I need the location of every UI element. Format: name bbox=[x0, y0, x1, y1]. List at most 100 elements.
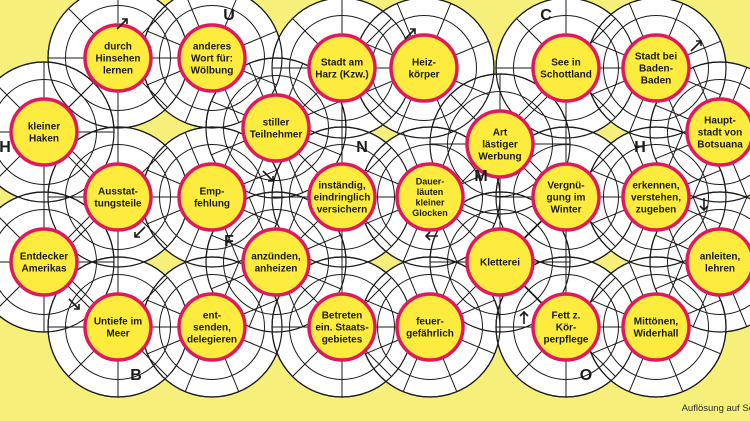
clue-text-line: körper bbox=[408, 70, 439, 81]
answer-cell-divider bbox=[364, 219, 392, 247]
answer-cell-divider bbox=[668, 262, 684, 297]
answer-cell-divider bbox=[242, 30, 277, 46]
clue-text-line: Baden bbox=[641, 76, 672, 87]
clue-circle[interactable]: Emp-fehlung bbox=[177, 162, 247, 232]
clue-text-line: Untiefe im bbox=[94, 317, 142, 328]
clue-circle-disc bbox=[621, 33, 691, 103]
clue-circle-disc bbox=[83, 162, 153, 232]
clue-circle[interactable]: anleiten,lehren bbox=[685, 227, 750, 297]
clue-text-line: Art bbox=[493, 128, 508, 139]
answer-cell-divider bbox=[365, 169, 400, 185]
answer-cell-divider bbox=[288, 197, 304, 232]
clue-text-line: eindringlich bbox=[314, 193, 371, 204]
answer-cell-divider bbox=[147, 339, 182, 355]
answer-cell-divider bbox=[442, 227, 458, 262]
answer-cell-divider bbox=[436, 3, 452, 38]
clue-circle[interactable]: Heiz-körper bbox=[389, 33, 459, 103]
answer-cell-divider bbox=[306, 234, 341, 250]
answer-cell-divider bbox=[628, 132, 644, 167]
clue-circle[interactable]: Ausstat-tungsteile bbox=[83, 162, 153, 232]
direction-arrow-icon bbox=[262, 170, 274, 182]
clue-text-line: Amerikas bbox=[21, 264, 66, 275]
answer-ring-middle bbox=[603, 144, 709, 250]
answer-cell-divider bbox=[364, 18, 392, 46]
answer-cell-divider bbox=[248, 292, 264, 327]
answer-cell-divider bbox=[450, 94, 478, 122]
answer-cell-divider bbox=[248, 63, 264, 98]
answer-cell-divider bbox=[68, 349, 96, 377]
clue-text-line: Haken bbox=[29, 134, 59, 145]
answer-cell-divider bbox=[224, 132, 240, 167]
answer-cell-divider bbox=[147, 209, 182, 225]
hint-letter: N bbox=[356, 139, 368, 156]
clue-circle[interactable]: ent-senden,delegieren bbox=[177, 292, 247, 362]
answer-cell-divider bbox=[224, 227, 240, 262]
answer-ring-middle bbox=[159, 5, 265, 111]
clue-text-line: lästiger bbox=[482, 140, 518, 151]
clue-text-line: Teilnehmer bbox=[250, 130, 303, 141]
answer-cell-divider bbox=[588, 18, 616, 46]
answer-cell-divider bbox=[140, 80, 168, 108]
answer-cell-divider bbox=[402, 132, 418, 167]
answer-cell-divider bbox=[224, 88, 240, 123]
answer-cell-divider bbox=[242, 209, 277, 225]
clue-text-line: Botsuana bbox=[697, 140, 743, 151]
answer-cell-divider bbox=[184, 132, 200, 167]
answer-ring-middle bbox=[377, 274, 483, 380]
hint-letter: B bbox=[130, 367, 142, 384]
answer-cell-divider bbox=[655, 104, 690, 120]
answer-cell-divider bbox=[442, 132, 458, 167]
answer-cell-divider bbox=[591, 40, 626, 56]
clue-circle[interactable]: Fett z.Kör-perpflege bbox=[531, 292, 601, 362]
answer-cell-divider bbox=[668, 132, 684, 167]
clue-circle[interactable]: feuer-gefährlich bbox=[395, 292, 465, 362]
direction-arrows bbox=[68, 18, 709, 324]
clue-circle[interactable]: Mittönen,Widerhall bbox=[621, 292, 691, 362]
clue-circle[interactable]: Kletterei bbox=[465, 227, 535, 297]
answer-cell-divider bbox=[288, 158, 304, 193]
answer-cell-divider bbox=[732, 162, 748, 197]
clue-text-line: inständig, bbox=[318, 181, 365, 192]
answer-cell-divider bbox=[686, 299, 721, 315]
answer-ring-outline bbox=[429, 73, 571, 215]
answer-cell-divider bbox=[588, 349, 616, 377]
direction-arrow-icon bbox=[690, 40, 702, 52]
answer-cell-divider bbox=[242, 299, 277, 315]
answer-cell-divider bbox=[140, 8, 168, 36]
clue-circle-disc bbox=[9, 97, 79, 167]
clue-text-line: gung im bbox=[547, 193, 586, 204]
answer-cell-divider bbox=[68, 8, 96, 36]
answer-cell-divider bbox=[364, 277, 392, 305]
answer-cell-divider bbox=[460, 299, 495, 315]
clue-circle-disc bbox=[177, 162, 247, 232]
answer-cell-divider bbox=[668, 3, 684, 38]
answer-cell-divider bbox=[68, 277, 96, 305]
answer-cell-divider bbox=[68, 147, 96, 175]
answer-cell-divider bbox=[66, 82, 94, 110]
clue-circle[interactable]: erkennen,verstehen,zugeben bbox=[621, 162, 691, 232]
clue-text-line: anzünden, bbox=[251, 252, 301, 263]
hint-letter: H bbox=[634, 139, 646, 156]
direction-arrow-icon bbox=[134, 226, 146, 238]
answer-cell-divider bbox=[655, 144, 690, 160]
clue-circle-disc bbox=[83, 23, 153, 93]
clue-circle[interactable]: anzünden,anheizen bbox=[241, 227, 311, 297]
answer-cell-divider bbox=[402, 227, 418, 262]
